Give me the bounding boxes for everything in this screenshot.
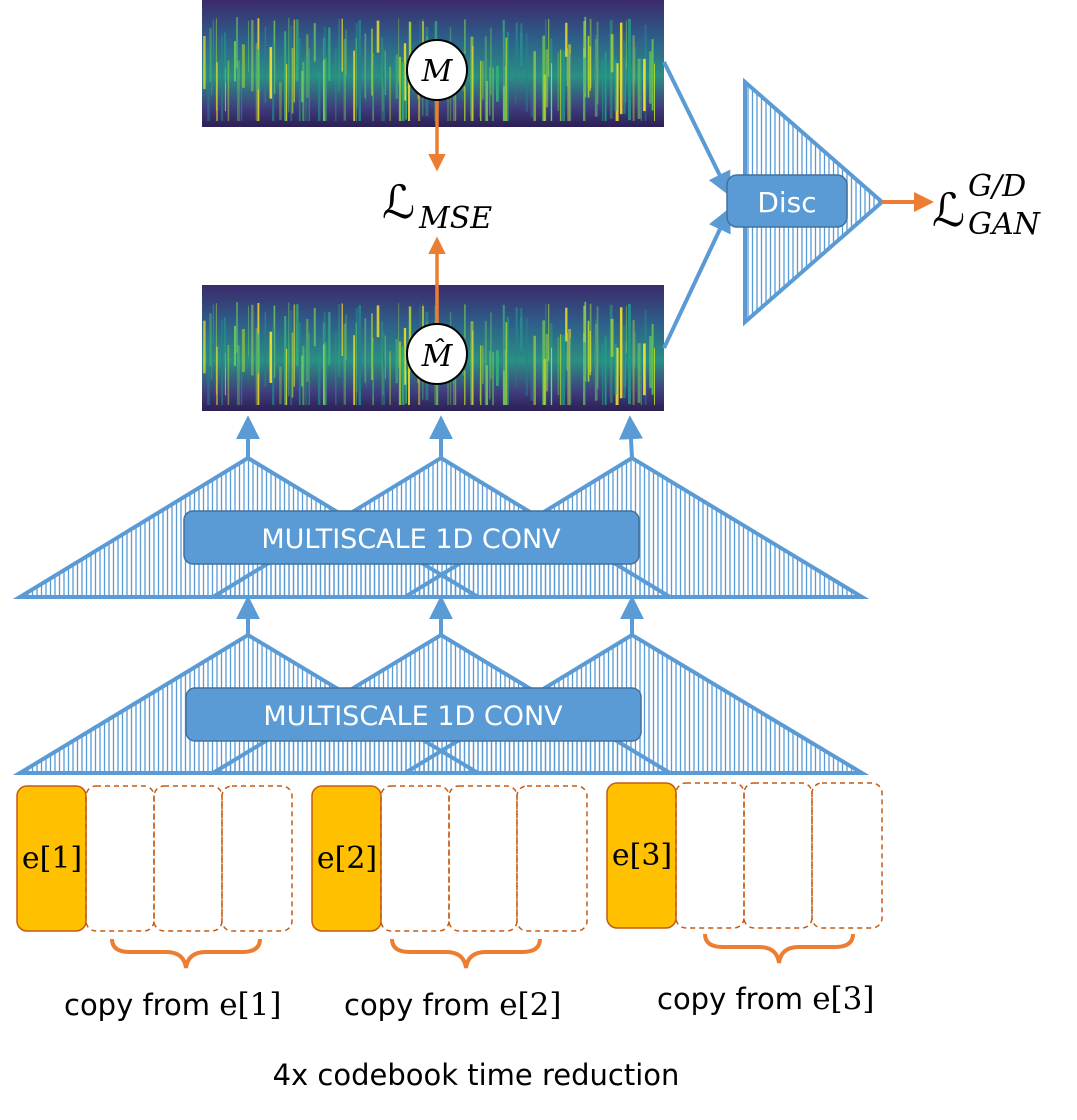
codebook-group-3: e[3] copy from e[3] [606,782,883,1017]
disc-label: Disc [757,186,816,219]
embedding-cell [16,785,87,932]
copy-cell [811,782,883,929]
codebook-group-2: e[2] copy from e[2] [311,785,588,1023]
embedding-label: e[2] [317,841,377,876]
copy-cell [85,785,155,932]
spectrogram-target [202,0,664,127]
copy-label: copy from e[1] [64,987,281,1023]
brace [703,933,855,964]
brace [390,938,542,969]
conv-layer-upper: MULTISCALE 1D CONV [12,415,870,599]
gan-loss-script: ℒ [932,183,965,237]
copy-cell [516,785,588,932]
codebook-group-1: e[1] copy from e[1] [16,785,293,1023]
predicted-symbol: M̂ [421,339,454,374]
gan-loss-superscript: G/D [968,169,1026,204]
copy-cell [221,785,293,932]
mse-loss-label: ℒ MSE [382,175,492,236]
disc-box [726,174,848,228]
conv-layer-lower: MULTISCALE 1D CONV [12,595,870,775]
embedding-label: e[3] [612,838,672,873]
predicted-symbol-node: M̂ [406,323,468,385]
caption: 4x codebook time reduction [273,1058,680,1092]
conv-label-upper: MULTISCALE 1D CONV [261,524,561,555]
copy-cell [448,785,518,932]
arrow-target-to-disc [662,61,731,197]
copy-label: copy from e[3] [657,981,874,1017]
copy-cell [675,782,745,929]
target-symbol-node: M [406,39,468,101]
mse-loss-script: ℒ [382,175,415,229]
arrow-predicted-to-disc [662,207,731,349]
gan-loss-subscript: GAN [968,207,1042,242]
conv-block-lower [185,687,642,742]
conv-label-lower: MULTISCALE 1D CONV [263,701,563,732]
discriminator: Disc [726,77,886,327]
spectrogram-predicted [202,285,664,411]
conv-block-upper [183,510,640,565]
copy-cell [743,782,813,929]
copy-cell [380,785,450,932]
embedding-label: e[1] [22,841,82,876]
brace [110,938,262,969]
embedding-cell [311,785,382,932]
embedding-cell [606,782,677,929]
copy-label: copy from e[2] [344,987,561,1023]
mse-loss-subscript: MSE [418,201,492,236]
target-symbol: M [421,54,454,89]
gan-loss-label: ℒ G/D GAN [932,169,1042,242]
copy-cell [153,785,223,932]
